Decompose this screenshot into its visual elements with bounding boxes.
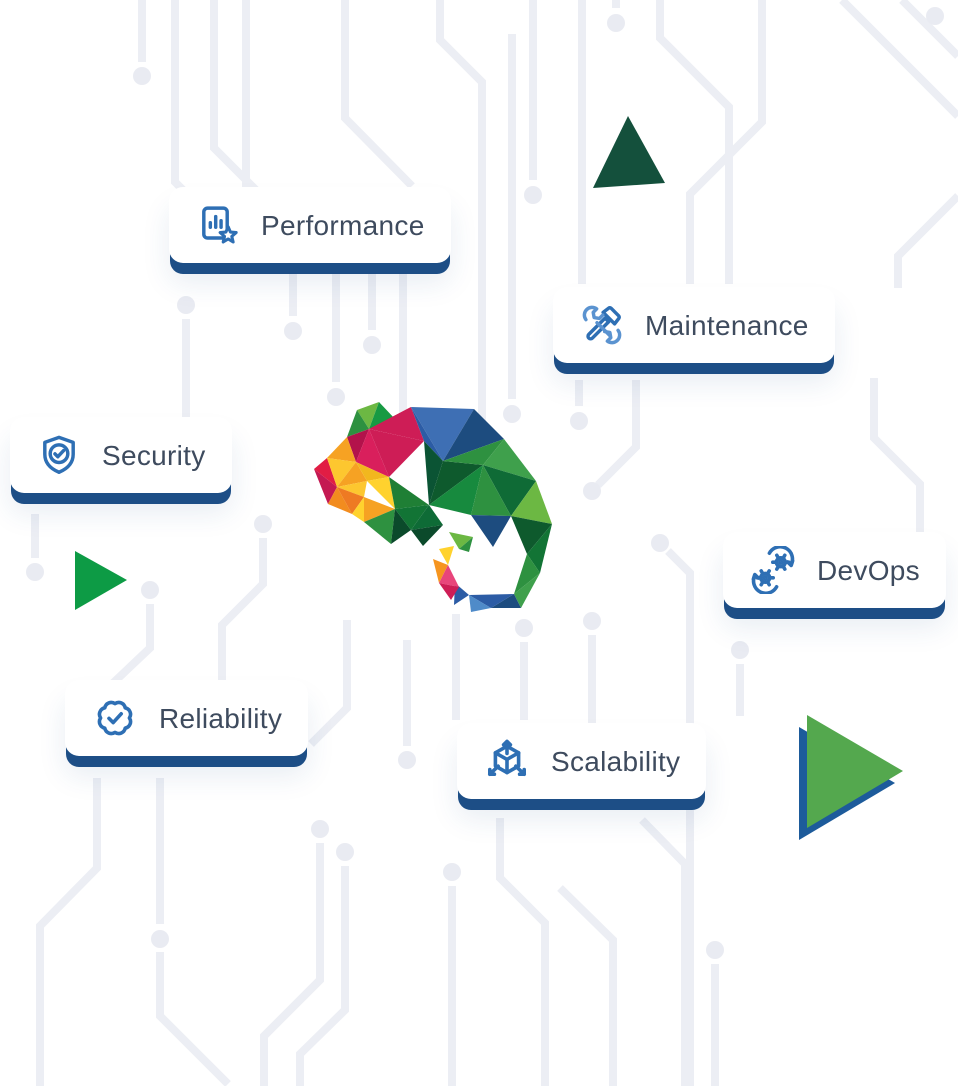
badge-reliability[interactable]: Reliability xyxy=(65,680,309,756)
badge-security[interactable]: Security xyxy=(10,417,232,493)
gears-sync-icon xyxy=(751,546,795,594)
seal-check-icon xyxy=(97,700,133,736)
badge-scalability[interactable]: Scalability xyxy=(457,723,707,799)
badge-label: Scalability xyxy=(551,746,681,777)
shield-check-icon xyxy=(43,435,75,474)
badge-label: Security xyxy=(102,440,206,471)
badge-label: Maintenance xyxy=(645,310,809,341)
chameleon-logo xyxy=(314,402,552,612)
triangle-decoration-large-green xyxy=(799,715,903,840)
badge-label: Performance xyxy=(261,210,425,241)
triangle-decoration-small-green xyxy=(75,551,127,610)
badge-devops[interactable]: DevOps xyxy=(723,532,946,608)
triangle-decoration-pine-green xyxy=(593,116,665,188)
wrench-hammer-icon xyxy=(582,305,622,345)
report-star-icon xyxy=(202,206,238,244)
badge-performance[interactable]: Performance xyxy=(169,187,451,263)
badge-label: Reliability xyxy=(159,703,283,734)
badge-maintenance[interactable]: Maintenance xyxy=(553,287,835,363)
badge-label: DevOps xyxy=(817,555,920,586)
cube-expand-icon xyxy=(488,739,526,776)
